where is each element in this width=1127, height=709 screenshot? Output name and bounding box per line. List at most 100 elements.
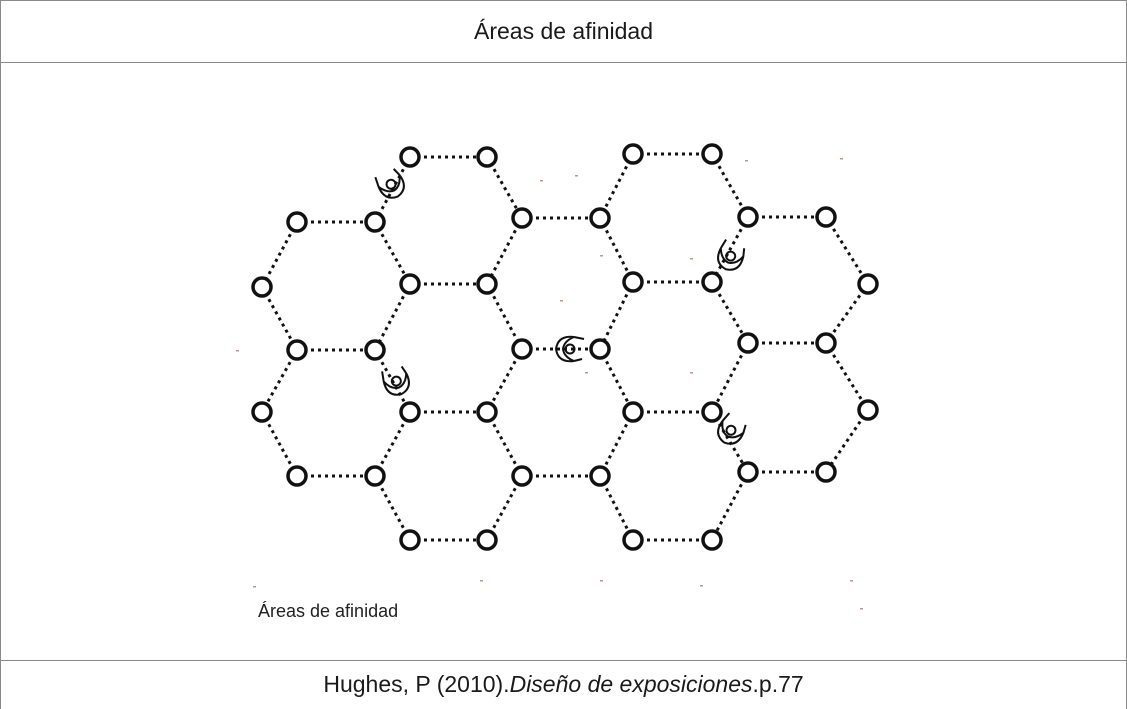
scan-speck bbox=[560, 300, 563, 302]
scan-speck bbox=[585, 372, 588, 374]
seat-node bbox=[476, 146, 498, 168]
scan-speck bbox=[540, 180, 543, 182]
connector-line bbox=[598, 475, 635, 541]
connector-line bbox=[485, 411, 524, 477]
seat-node bbox=[364, 211, 386, 233]
connector-line bbox=[373, 283, 412, 351]
scan-speck bbox=[236, 350, 239, 352]
scan-speck bbox=[575, 175, 578, 177]
seat-node bbox=[815, 206, 837, 228]
seat-node bbox=[737, 461, 759, 483]
seat-node bbox=[701, 271, 723, 293]
connector-line bbox=[598, 217, 635, 283]
connector-line bbox=[260, 286, 299, 351]
scan-speck bbox=[860, 608, 863, 610]
seat-node bbox=[622, 529, 644, 551]
border-row-1 bbox=[0, 62, 1127, 63]
connector-line bbox=[373, 411, 412, 477]
figure-caption: Áreas de afinidad bbox=[258, 601, 399, 621]
seat-node bbox=[701, 401, 723, 423]
connector-line bbox=[485, 475, 524, 541]
connector-line bbox=[824, 283, 870, 344]
seat-node bbox=[511, 338, 533, 360]
connector-line bbox=[598, 281, 635, 350]
connector-line bbox=[598, 153, 635, 219]
seat-node bbox=[399, 401, 421, 423]
seat-node bbox=[364, 465, 386, 487]
seat-node bbox=[511, 465, 533, 487]
scan-speck bbox=[840, 158, 843, 160]
seat-node bbox=[737, 206, 759, 228]
connector-line bbox=[824, 409, 870, 473]
scan-speck bbox=[600, 255, 603, 257]
scan-speck bbox=[850, 580, 853, 582]
connector-line bbox=[485, 283, 524, 350]
citation: Hughes, P (2010). Diseño de exposiciones… bbox=[0, 660, 1127, 709]
citation-page: .p.77 bbox=[752, 671, 804, 697]
person-figure-icon bbox=[717, 239, 746, 271]
connector-line bbox=[485, 156, 524, 219]
connector-line bbox=[598, 411, 635, 477]
scan-speck bbox=[745, 160, 748, 162]
connector-line bbox=[824, 342, 870, 411]
seat-node bbox=[364, 339, 386, 361]
connector-line bbox=[710, 342, 750, 413]
scan-speck bbox=[253, 586, 256, 588]
seat-node bbox=[622, 143, 644, 165]
seat-node bbox=[399, 529, 421, 551]
connector-line bbox=[485, 217, 524, 285]
seat-node bbox=[815, 332, 837, 354]
seat-node bbox=[701, 529, 723, 551]
affinity-diagram-figure: Áreas de afinidad bbox=[200, 78, 955, 651]
connector-line bbox=[710, 216, 750, 283]
border-top bbox=[0, 0, 1127, 1]
connector-line bbox=[710, 281, 750, 344]
connector-line bbox=[710, 411, 750, 473]
connector-line bbox=[260, 411, 299, 477]
connector-line bbox=[260, 349, 299, 413]
seat-node bbox=[286, 465, 308, 487]
person-figure-icon bbox=[717, 412, 747, 445]
seat-node bbox=[622, 401, 644, 423]
seat-node bbox=[701, 143, 723, 165]
seat-node bbox=[737, 332, 759, 354]
person-figure-icon bbox=[554, 335, 585, 363]
person-figure-icon bbox=[374, 168, 405, 199]
person-figure-icon bbox=[381, 365, 410, 396]
citation-book-title: Diseño de exposiciones bbox=[509, 671, 753, 697]
seat-node bbox=[399, 146, 421, 168]
scan-speck bbox=[600, 580, 603, 582]
seat-node bbox=[589, 465, 611, 487]
connector-line bbox=[598, 348, 635, 413]
seat-node bbox=[399, 273, 421, 295]
seat-node bbox=[286, 339, 308, 361]
scan-speck bbox=[480, 580, 483, 582]
scan-speck bbox=[690, 372, 693, 374]
connector-line bbox=[824, 216, 870, 285]
connector-line bbox=[373, 475, 412, 541]
seat-node bbox=[815, 461, 837, 483]
seat-node bbox=[251, 276, 273, 298]
border-row-2 bbox=[0, 660, 1127, 661]
connector-line bbox=[710, 471, 750, 541]
connector-line bbox=[710, 153, 750, 218]
seat-node bbox=[476, 529, 498, 551]
citation-author: Hughes, P (2010). bbox=[323, 671, 510, 697]
connector-line bbox=[373, 221, 412, 285]
border-left bbox=[0, 0, 1, 709]
scan-speck bbox=[700, 585, 703, 587]
connector-line bbox=[485, 348, 524, 413]
seat-node bbox=[251, 401, 273, 423]
seat-node bbox=[511, 207, 533, 229]
scan-speck bbox=[690, 258, 693, 260]
seat-node bbox=[622, 271, 644, 293]
seat-node bbox=[476, 401, 498, 423]
seat-node bbox=[589, 338, 611, 360]
seat-node bbox=[286, 211, 308, 233]
seat-node bbox=[589, 207, 611, 229]
seat-node bbox=[857, 399, 879, 421]
connector-line bbox=[260, 221, 299, 288]
seat-node bbox=[476, 273, 498, 295]
seat-node bbox=[857, 273, 879, 295]
